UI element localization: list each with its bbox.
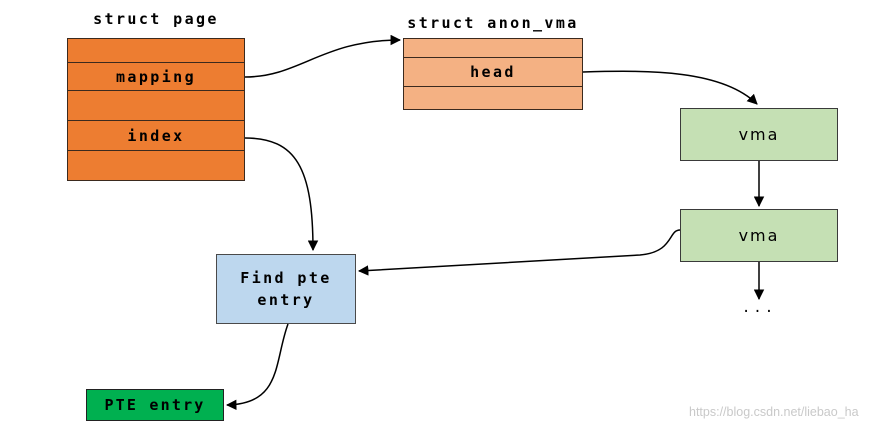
watermark: https://blog.csdn.net/liebao_ha [689,405,859,419]
struct-anon-vma-row-empty [404,39,582,58]
arrow-mapping-to-anon-vma [244,34,402,78]
pte-entry-box: PTE entry [86,389,224,421]
find-pte-entry-line: Find pte [240,269,332,287]
struct-anon-vma-row-head: head [404,58,582,87]
find-pte-entry-box: Find pte entry [216,254,356,324]
struct-page-row-index: index [68,121,244,151]
struct-page-row-empty [68,151,244,180]
vma-node: vma [680,209,838,262]
arrow-head-to-vma [582,70,758,105]
struct-page-row-empty [68,39,244,63]
arrow-find-pte-to-pte-entry [225,323,289,411]
vma-list-continuation: ... [741,300,777,316]
struct-page-title: struct page [93,10,219,28]
arrow-index-to-find-pte [244,137,319,252]
struct-page-row-empty [68,91,244,121]
struct-anon-vma-row-empty [404,87,582,109]
find-pte-entry-line: entry [257,291,315,309]
struct-anon-vma-title: struct anon_vma [407,14,579,32]
arrow-vma-to-find-pte [357,229,681,276]
struct-anon-vma-box: head [403,38,583,110]
vma-node: vma [680,108,838,161]
struct-page-row-mapping: mapping [68,63,244,91]
struct-page-box: mapping index [67,38,245,181]
